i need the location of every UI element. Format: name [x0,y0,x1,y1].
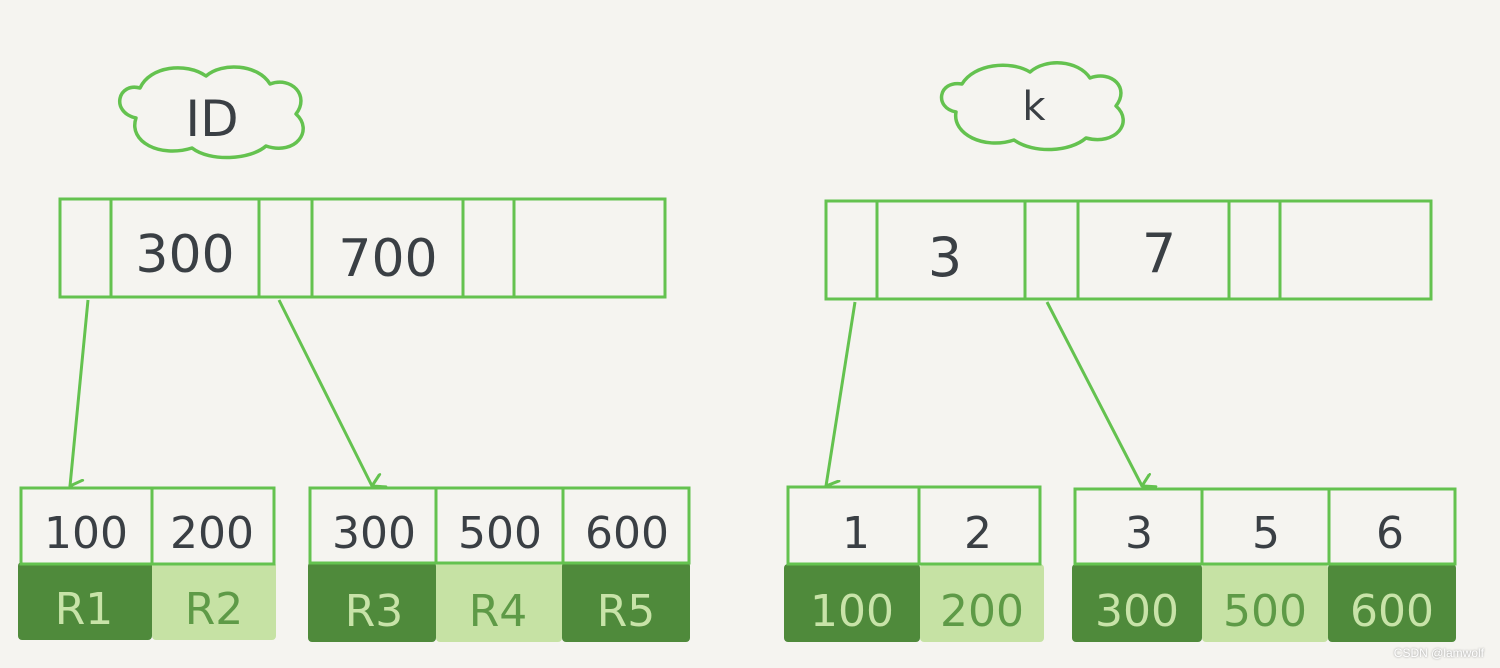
key-row-frame [1073,487,1457,566]
value-cell-dark [1328,564,1456,642]
cloud-shape [939,61,1125,152]
left-tree-label: ID [185,90,238,148]
value-cell-light [152,562,276,640]
row-value: R5 [597,586,656,637]
row-value: 600 [1350,586,1434,637]
left-leaf-node-2: 300 500 600 R3 R4 R5 [308,486,691,642]
value-cell-light [436,562,562,642]
pointer-arrow [826,301,857,486]
leaf-key: 1 [842,508,870,559]
leaf-key: 500 [458,508,542,559]
key-row-frame [19,486,276,566]
row-value: R2 [185,584,244,635]
left-leaf-node-1: 100 200 R1 R2 [18,486,276,640]
row-value: 200 [940,586,1024,637]
row-value: R1 [55,584,114,635]
watermark: CSDN @lamwolf [1393,646,1484,660]
left-root-node [58,197,667,299]
right-root-node [824,199,1433,301]
root-key: 3 [928,226,962,289]
leaf-key: 200 [170,508,254,559]
key-row-frame [308,486,691,565]
right-leaf-node-2: 3 5 6 300 500 600 [1072,487,1457,642]
value-cell-dark [308,562,436,642]
right-tree: k 3 7 1 2 100 200 [784,61,1457,642]
leaf-key: 2 [964,508,992,559]
right-leaf-node-1: 1 2 100 200 [784,485,1044,642]
value-cell-dark [562,562,690,642]
left-tree: ID 300 700 100 200 R1 R2 [18,65,691,642]
pointer-arrow [70,299,90,486]
leaf-key: 100 [44,508,128,559]
root-key: 700 [338,229,437,289]
row-value: R4 [469,586,528,637]
root-node-frame [824,199,1433,301]
row-value: 100 [810,586,894,637]
value-cell-dark [784,564,920,642]
right-tree-label-cloud: k [939,61,1125,152]
row-value: 300 [1095,586,1179,637]
root-key: 300 [135,225,234,285]
left-tree-label-cloud: ID [117,65,305,160]
value-cell-light [1202,564,1328,642]
right-tree-label: k [1022,84,1046,130]
leaf-key: 600 [585,508,669,559]
leaf-key: 300 [332,508,416,559]
root-key: 7 [1142,222,1176,285]
value-cell-dark [1072,564,1202,642]
leaf-key: 3 [1125,508,1153,559]
key-row-frame [786,485,1042,566]
value-cell-dark [18,562,152,640]
root-node-frame [58,197,667,299]
value-cell-light [920,564,1044,642]
leaf-key: 6 [1376,508,1404,559]
pointer-arrow [277,299,372,486]
cloud-shape [117,65,305,160]
row-value: 500 [1223,586,1307,637]
row-value: R3 [345,586,404,637]
pointer-arrow [1045,301,1142,486]
leaf-key: 5 [1252,508,1280,559]
